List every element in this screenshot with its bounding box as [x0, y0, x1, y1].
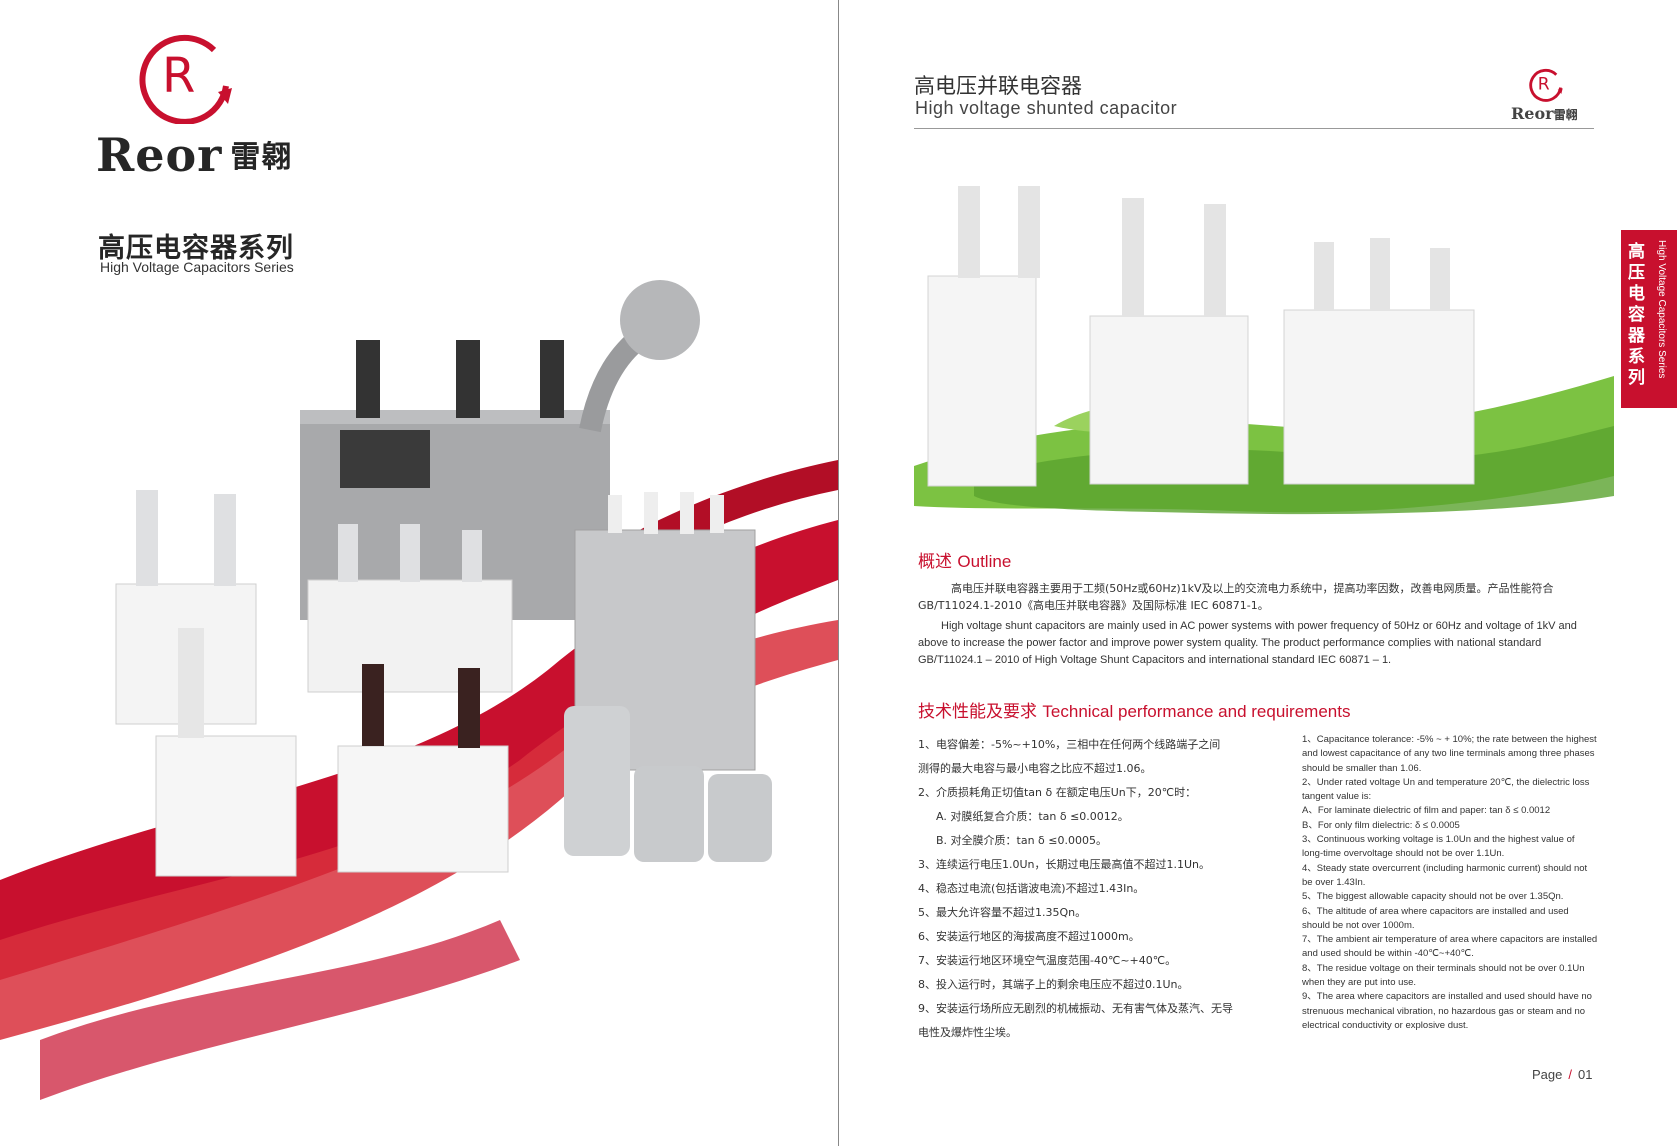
requirement-item-en: 5、The biggest allowable capacity should …	[1302, 891, 1564, 903]
technical-heading: 技术性能及要求 Technical performance and requir…	[918, 697, 1350, 722]
requirement-line-cn: 9、安装运行场所应无剧烈的机械振动、无有害气体及蒸汽、无导	[918, 1002, 1233, 1015]
brand-name-cn: 雷翱	[230, 140, 293, 175]
side-tab-label-en: High Voltage Capacitors Series	[1656, 240, 1667, 379]
outline-heading-cn: 概述	[918, 552, 952, 572]
requirement-item-en: 3、Continuous working voltage is 1.0Un an…	[1302, 834, 1575, 860]
svg-text:R: R	[1538, 75, 1550, 95]
requirement-item-en: B、For only film dielectric: δ ≤ 0.0005	[1302, 819, 1460, 831]
requirement-line-cn: B. 对全膜介质：tan δ ≤0.0005。	[936, 834, 1107, 847]
requirement-line-cn: 7、安装运行地区环境空气温度范围-40℃~+40℃。	[918, 954, 1177, 967]
requirement-item-en: 1、Capacitance tolerance: -5% ~ + 10%; th…	[1302, 734, 1597, 774]
page-header-en: High voltage shunted capacitor	[915, 98, 1178, 118]
requirement-item-en: 4、Steady state overcurrent (including ha…	[1302, 862, 1588, 888]
small-brand-name-cn: 雷翱	[1553, 108, 1578, 122]
requirement-line-cn: 5、最大允许容量不超过1.35Qn。	[918, 906, 1087, 919]
requirement-line-cn: 电性及爆炸性尘埃。	[918, 1026, 1017, 1039]
requirement-item-en: 7、The ambient air temperature of area wh…	[1302, 934, 1598, 960]
requirement-item-en: 8、The residue voltage on their terminals…	[1302, 962, 1585, 989]
requirement-item-en: 9、The area where capacitors are installe…	[1302, 991, 1592, 1031]
requirement-item-en: A、For laminate dielectric of film and pa…	[1302, 805, 1551, 817]
shunt-capacitors-photo	[914, 186, 1614, 515]
series-title-en: High Voltage Capacitors Series	[100, 259, 294, 275]
series-title-cn: 高压电容器系列	[98, 233, 294, 264]
requirement-line-cn: 6、安装运行地区的海拔高度不超过1000m。	[918, 930, 1140, 943]
brand-name: Reor	[96, 128, 223, 182]
page-label: Page	[1532, 1067, 1563, 1082]
side-tab-label-cn: 高压电容器系列	[1628, 242, 1645, 388]
requirement-line-cn: A. 对膜纸复合介质：tan δ ≤0.0012。	[936, 810, 1129, 823]
svg-text:R: R	[162, 48, 195, 104]
outline-heading-en: Outline	[957, 552, 1012, 571]
page-separator: /	[1568, 1067, 1572, 1082]
outline-paragraph-en: High voltage shunt capacitors are mainly…	[918, 620, 1577, 666]
registered-logo-small-icon: R	[1529, 68, 1563, 102]
requirement-line-cn: 1、电容偏差：-5%~+10%，三相中在任何两个线路端子之间	[918, 738, 1221, 751]
technical-heading-cn: 技术性能及要求	[918, 702, 1037, 722]
page-number: Page / 01	[1532, 1067, 1592, 1082]
requirement-line-cn: 4、稳态过电流(包括谐波电流)不超过1.43In。	[918, 882, 1145, 895]
technical-heading-en: Technical performance and requirements	[1042, 702, 1351, 721]
registered-logo-icon: R	[139, 34, 232, 124]
requirement-line-cn: 测得的最大电容与最小电容之比应不超过1.06。	[918, 762, 1152, 775]
page-gutter	[838, 0, 839, 1146]
outline-paragraph-cn: 高电压并联电容器主要用于工频(50Hz或60Hz)1kV及以上的交流电力系统中，…	[918, 582, 1554, 612]
outline-heading: 概述 Outline	[918, 547, 1011, 572]
requirement-item-en: 6、The altitude of area where capacitors …	[1302, 905, 1569, 931]
small-brand-wordmark: Reor雷翱	[1511, 104, 1578, 123]
capacitor-products-photo	[0, 280, 838, 1100]
requirements-list-en: 1、Capacitance tolerance: -5% ~ + 10%; th…	[1302, 733, 1598, 1033]
requirement-line-cn: 3、连续运行电压1.0Un，长期过电压最高值不超过1.1Un。	[918, 858, 1211, 871]
requirement-item-en: 2、Under rated voltage Un and temperature…	[1302, 776, 1590, 803]
page-number-value: 01	[1578, 1067, 1593, 1082]
requirement-line-cn: 8、投入运行时，其端子上的剩余电压应不超过0.1Un。	[918, 978, 1189, 991]
small-brand-name: Reor	[1511, 104, 1554, 123]
side-tab: 高压电容器系列 High Voltage Capacitors Series	[1621, 230, 1677, 408]
requirements-list-cn: 1、电容偏差：-5%~+10%，三相中在任何两个线路端子之间 测得的最大电容与最…	[918, 733, 1278, 1045]
requirement-line-cn: 2、介质损耗角正切值tan δ 在额定电压Un下，20℃时：	[918, 786, 1197, 799]
right-page: 高电压并联电容器 High voltage shunted capacitor …	[839, 0, 1677, 1146]
page-header-cn: 高电压并联电容器	[914, 74, 1082, 98]
header-divider	[914, 128, 1594, 129]
